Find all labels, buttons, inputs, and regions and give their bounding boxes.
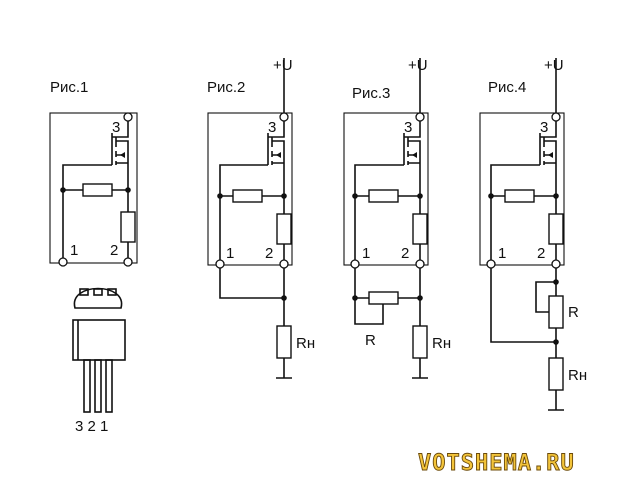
figure-2-title: Рис.2 [207,79,245,96]
feedback-resistor [368,189,399,203]
divider-resistor [276,213,292,245]
site-watermark: VOTSHEMA.RU [418,451,575,476]
package-top-view [73,287,123,309]
device-body [343,112,429,266]
adjust-resistor [548,295,564,329]
load-label: Rн [432,335,451,352]
pin-1-label: 1 [362,245,370,262]
package-pin-labels: 3 2 1 [75,418,108,435]
pin-2-label: 2 [401,245,409,262]
load-resistor [412,325,428,359]
pin-3-label: 3 [112,119,120,136]
package-front-view [72,319,126,413]
device-body [479,112,565,266]
load-label: Rн [568,367,587,384]
feedback-resistor [82,183,113,197]
figure-3-title: Рис.3 [352,85,390,102]
load-resistor [548,357,564,391]
mosfet-symbol [219,117,285,260]
pin-1-label: 1 [70,242,78,259]
divider-resistor [548,213,564,245]
figure-4-title: Рис.4 [488,79,526,96]
figure-4: Рис.4 +U 3 1 2 R Rн [479,57,587,411]
figure-3: Рис.3 +U 3 1 2 R Rн [343,57,451,379]
adjust-label: R [365,332,376,349]
pin-3-label: 3 [268,119,276,136]
pin-3-label: 3 [404,119,412,136]
mosfet-symbol [354,117,421,260]
supply-label: +U [273,57,293,74]
mosfet-symbol [62,117,129,258]
pin-2-label: 2 [110,242,118,259]
feedback-resistor [504,189,535,203]
load-resistor [276,325,292,359]
mosfet-symbol [490,117,557,260]
pin-1-label: 1 [226,245,234,262]
pin-1-terminal [58,257,68,267]
divider-resistor [412,213,428,245]
device-body [49,112,138,264]
pin-2-label: 2 [265,245,273,262]
feedback-resistor [232,189,263,203]
figure-1-title: Рис.1 [50,79,88,96]
figure-2: Рис.2 +U 3 1 2 Rн [207,57,315,379]
adjust-label: R [568,304,579,321]
adjust-resistor [368,291,399,305]
pin-3-terminal [123,112,133,122]
supply-label: +U [408,57,428,74]
figure-1: Рис.1 3 1 2 [49,79,138,435]
pin-1-label: 1 [498,245,506,262]
load-label: Rн [296,335,315,352]
pin-2-terminal [123,257,133,267]
divider-resistor [120,211,136,243]
pin-2-label: 2 [537,245,545,262]
pin-3-label: 3 [540,119,548,136]
device-body [207,112,293,266]
supply-label: +U [544,57,564,74]
